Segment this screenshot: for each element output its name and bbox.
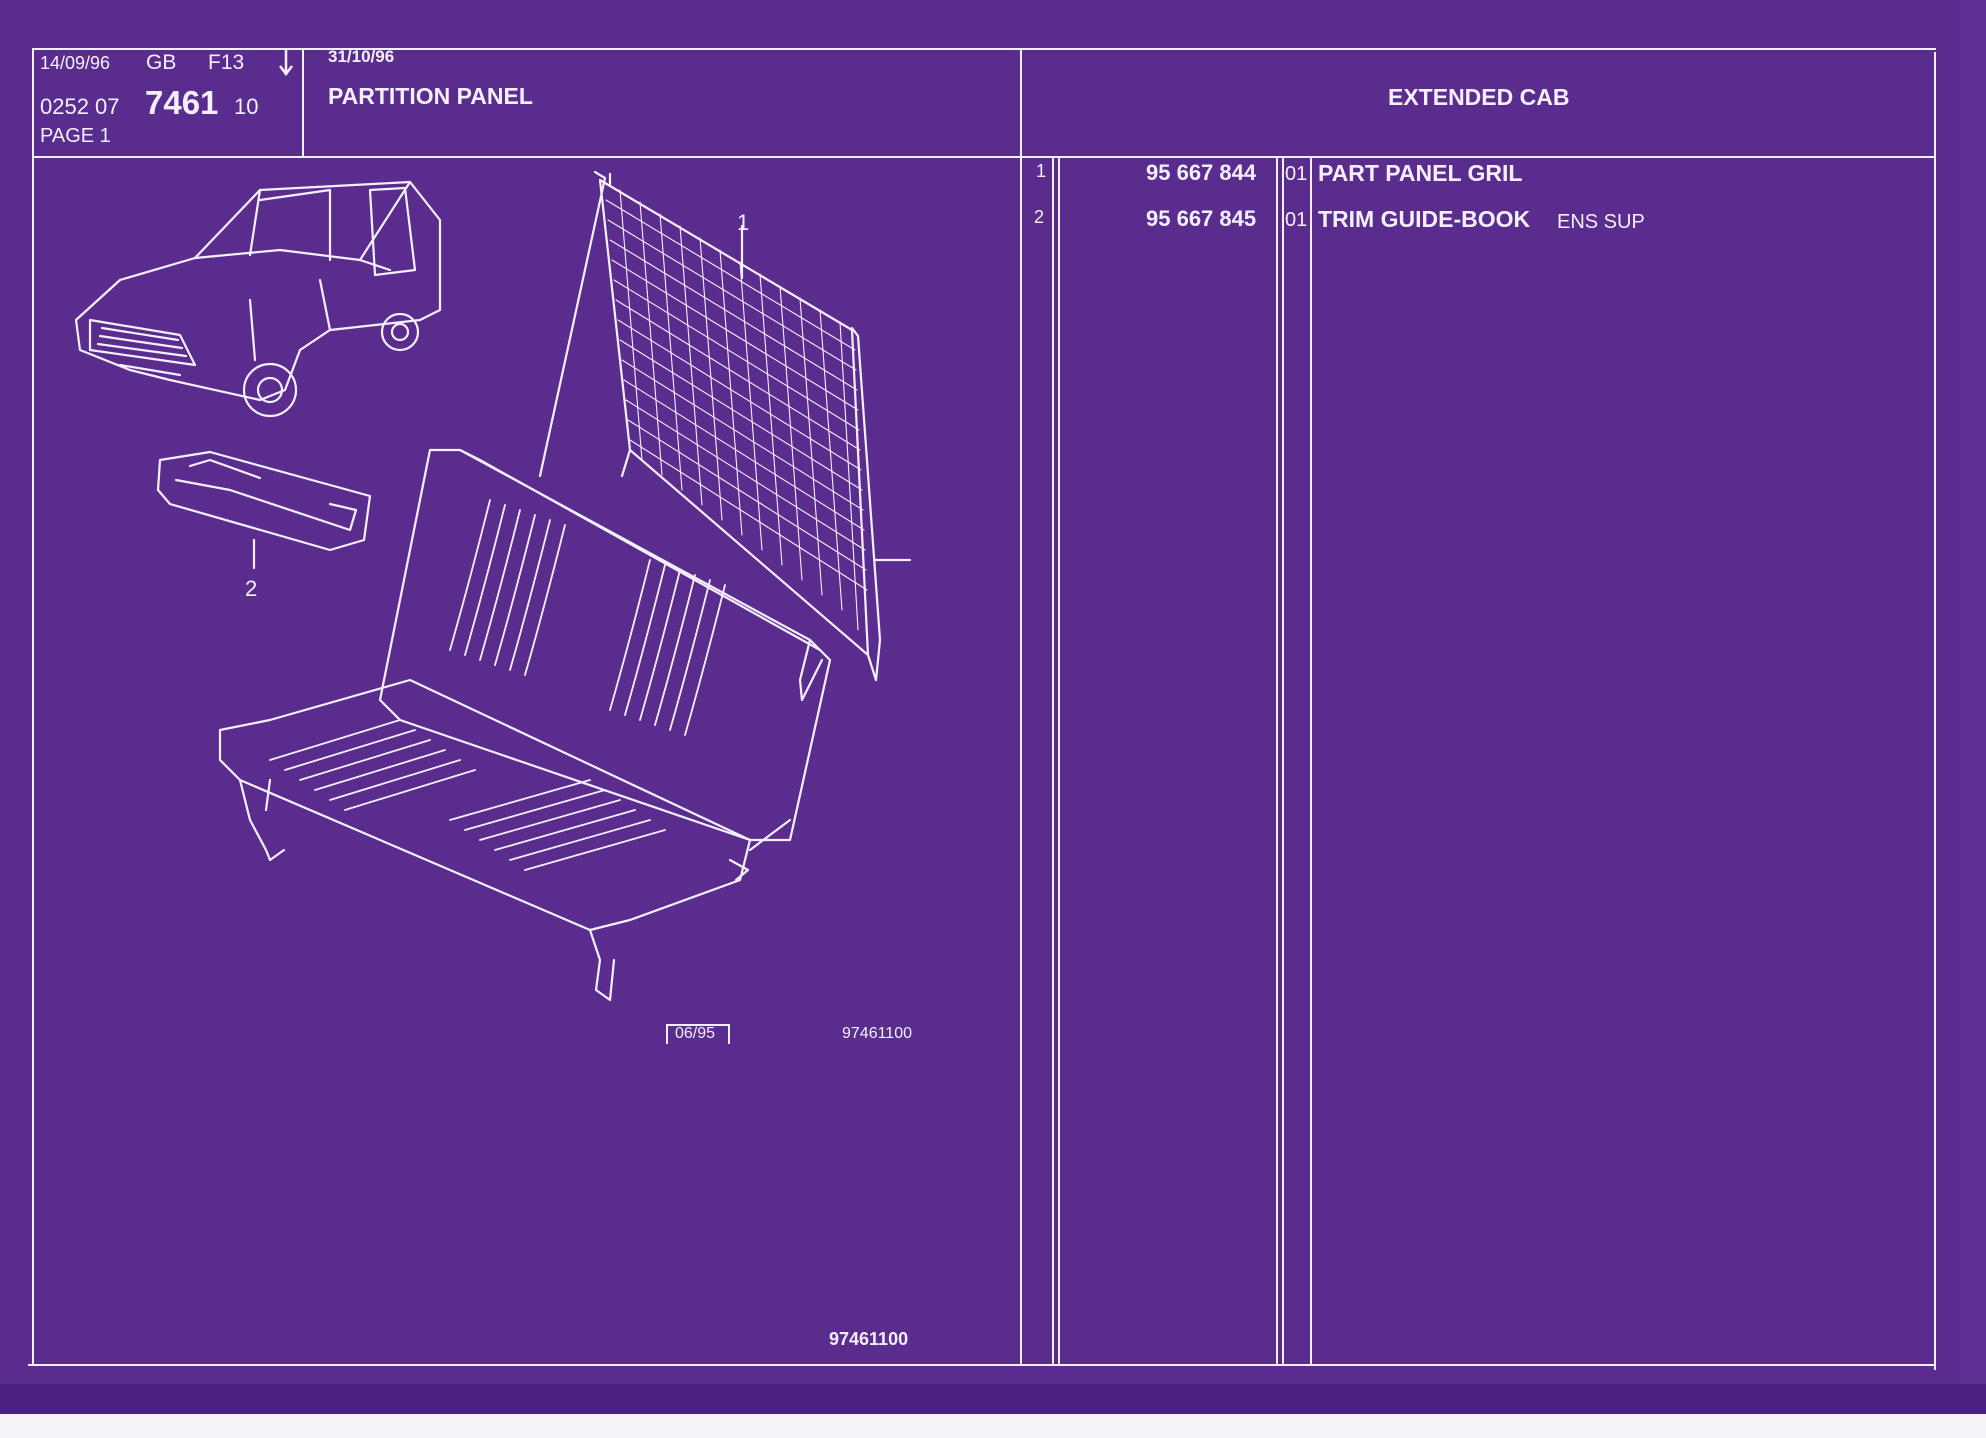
date-stamp: 06/95 — [675, 1025, 716, 1042]
trim-guide-book-illustration — [156, 450, 372, 570]
footer-reference: 97461100 — [829, 1329, 909, 1349]
header-lang: GB — [146, 51, 177, 74]
frame-bottom — [28, 1364, 1934, 1366]
bottom-margin — [0, 1414, 1986, 1438]
part-number: 95 667 844 — [1146, 160, 1257, 185]
col-line-index — [1052, 158, 1054, 1364]
header-ref-main: 7461 — [145, 84, 219, 121]
col-line-desc — [1310, 158, 1312, 1364]
header-ref-prefix: 0252 07 — [40, 94, 120, 119]
part-qty: 01 — [1285, 163, 1308, 185]
header-date-left: 14/09/96 — [40, 53, 111, 73]
frame-left — [32, 48, 34, 1364]
header-page-label: PAGE 1 — [40, 125, 111, 147]
page-title: PARTITION PANEL — [328, 83, 533, 109]
frame-top — [32, 48, 1936, 50]
header-date-mid: 31/10/96 — [328, 47, 395, 66]
down-arrow-icon — [279, 50, 293, 77]
main-divider — [1020, 48, 1022, 1366]
part-index: 2 — [1034, 207, 1045, 227]
part-qty: 01 — [1285, 209, 1308, 231]
callout-2: 2 — [245, 576, 258, 601]
header-ref-suffix: 10 — [234, 94, 259, 119]
col-line-part-a — [1058, 158, 1060, 1364]
part-index: 1 — [1036, 161, 1047, 181]
part-description: PART PANEL GRIL — [1318, 160, 1523, 186]
part-description: TRIM GUIDE-BOOK — [1318, 206, 1531, 232]
frame-right — [1934, 52, 1936, 1370]
variant-title: EXTENDED CAB — [1388, 84, 1570, 110]
col-line-qty-b — [1282, 158, 1284, 1364]
drawing-reference: 97461100 — [842, 1025, 912, 1042]
bottom-band — [0, 1384, 1986, 1414]
right-edge-band — [1960, 0, 1986, 1414]
header-bottom-left — [32, 156, 1022, 158]
van-illustration — [74, 180, 442, 418]
header-model-code: F13 — [208, 51, 245, 74]
partition-grille-illustration — [538, 170, 912, 682]
header-divider-1 — [302, 48, 304, 156]
part-description-extra: ENS SUP — [1557, 211, 1645, 233]
callout-1: 1 — [737, 210, 750, 235]
header-bottom-right — [1022, 156, 1934, 158]
col-line-qty-a — [1276, 158, 1278, 1364]
exploded-view-drawing — [74, 170, 912, 1002]
part-number: 95 667 845 — [1146, 206, 1257, 231]
date-stamp-box — [666, 1024, 730, 1044]
bench-seat-illustration — [218, 448, 832, 1002]
